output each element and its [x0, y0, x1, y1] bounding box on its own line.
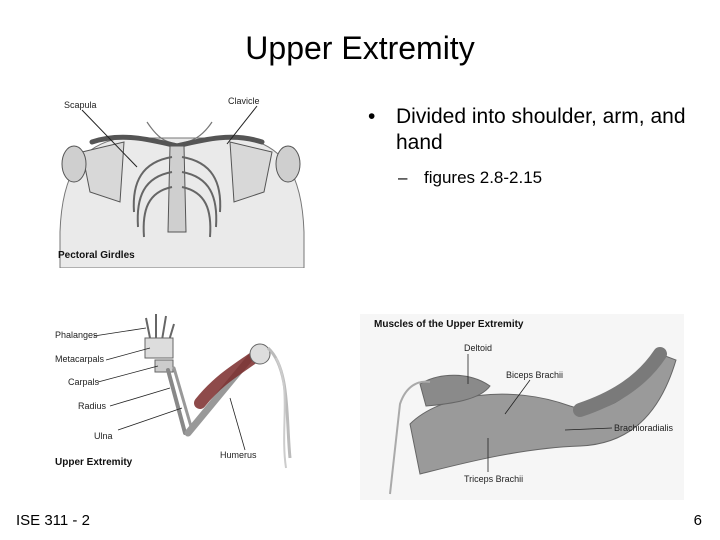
label-triceps: Triceps Brachii — [464, 474, 523, 484]
sub-bullet-item: – figures 2.8-2.15 — [366, 168, 706, 188]
label-radius: Radius — [78, 401, 107, 411]
slide-title: Upper Extremity — [245, 30, 475, 66]
label-biceps: Biceps Brachii — [506, 370, 563, 380]
caption-muscles: Muscles of the Upper Extremity — [374, 319, 524, 330]
sub-bullet-text: figures 2.8-2.15 — [424, 168, 543, 187]
label-deltoid: Deltoid — [464, 343, 492, 353]
pectoral-girdle-illustration: Scapula Clavicle Pectoral Girdles — [58, 96, 305, 268]
bullet-text: Divided into shoulder, arm, and hand — [396, 105, 686, 154]
page-number: 6 — [693, 512, 702, 529]
muscles-illustration: Deltoid Biceps Brachii Brachioradialis T… — [360, 314, 684, 500]
skeleton-illustration: Phalanges Metacarpals Carpals Radius Uln… — [55, 314, 292, 469]
label-carpals: Carpals — [68, 377, 100, 387]
caption-pectoral-girdles: Pectoral Girdles — [58, 250, 135, 261]
label-brachioradialis: Brachioradialis — [614, 423, 674, 433]
label-humerus: Humerus — [220, 450, 257, 460]
muscles-figure: Deltoid Biceps Brachii Brachioradialis T… — [360, 314, 684, 500]
skeleton-figure: Phalanges Metacarpals Carpals Radius Uln… — [50, 308, 298, 472]
bullet-list: • Divided into shoulder, arm, and hand –… — [366, 104, 706, 188]
label-phalanges: Phalanges — [55, 330, 98, 340]
label-ulna: Ulna — [94, 431, 113, 441]
label-metacarpals: Metacarpals — [55, 354, 105, 364]
bullet-marker: • — [368, 105, 376, 128]
bullet-item: • Divided into shoulder, arm, and hand — [366, 104, 706, 156]
pectoral-girdle-figure: Scapula Clavicle Pectoral Girdles — [52, 82, 310, 268]
label-scapula: Scapula — [64, 100, 97, 110]
caption-upper-extremity: Upper Extremity — [55, 457, 133, 468]
sub-bullet-marker: – — [398, 168, 408, 187]
label-clavicle: Clavicle — [228, 96, 260, 106]
footer-course-label: ISE 311 - 2 — [16, 512, 90, 529]
